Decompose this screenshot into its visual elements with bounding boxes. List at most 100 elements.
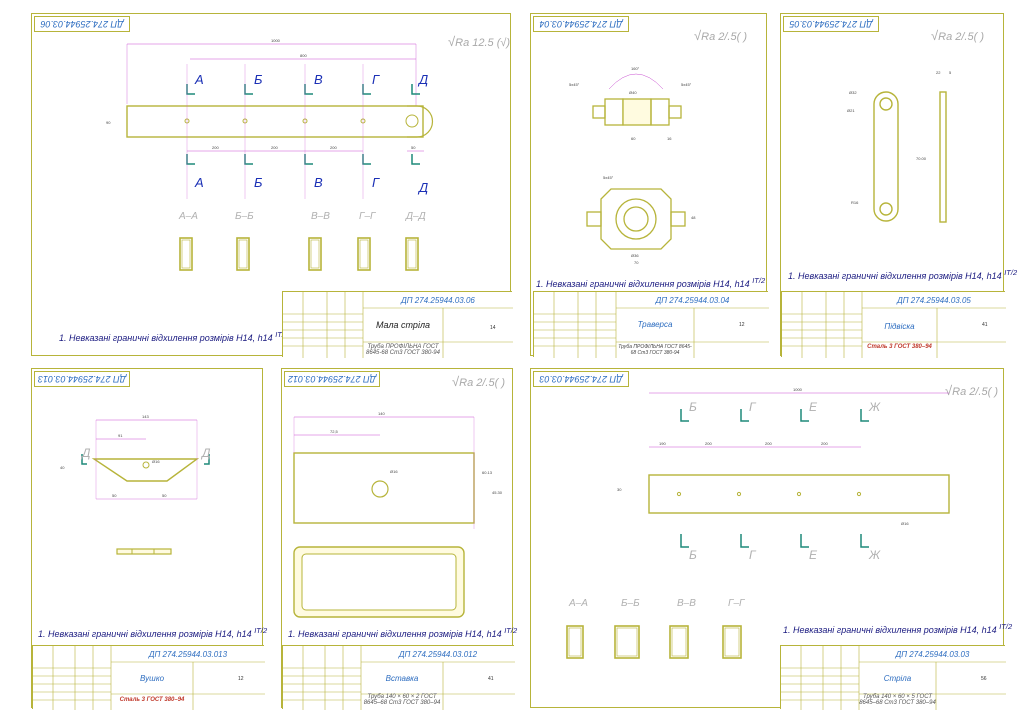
drawing-code: ДП 274.25944.03.05 [897, 296, 971, 305]
cut-label-zh-bottom: Ж [868, 548, 881, 562]
svg-text:90: 90 [106, 120, 111, 125]
svg-text:200: 200 [330, 145, 337, 150]
cut-label-e-top: Е [809, 400, 818, 414]
svg-text:72,5: 72,5 [330, 429, 339, 434]
tolerance-note: 1. Невказані граничні відхилення розмірі… [783, 622, 1013, 635]
svg-text:143: 143 [142, 414, 149, 419]
svg-text:5х45°: 5х45° [681, 82, 692, 87]
cut-label-d-right: Д [200, 446, 211, 460]
svg-text:Ø21: Ø21 [847, 108, 855, 113]
cut-label-b-bottom: Б [254, 175, 263, 190]
title-block: ДП 274.25944.03.06 Мала стріла Труба ПРО… [282, 291, 513, 358]
beam-outline [126, 105, 424, 138]
cut-label-b-bottom: Б [689, 548, 697, 562]
drawing-mala-strila: 1000 800 А Б В Г Д А Б В Г Д 200 200 200 [106, 38, 434, 271]
part-material: Труба 140 × 60 × 2 ГОСТ 8645–68 Ст3 ГОСТ… [363, 694, 441, 706]
cut-label-g-top: Г [749, 400, 757, 414]
title-block: ДП 274.25944.03.05 Підвіска Сталь 3 ГОСТ… [781, 291, 1006, 358]
svg-text:70: 70 [634, 260, 639, 265]
svg-text:22: 22 [936, 70, 941, 75]
drawing-code: ДП 274.25944.03.04 [655, 296, 730, 305]
title-block: ДП 274.25944.03.012 Вставка Труба 140 × … [282, 645, 515, 710]
svg-text:160°: 160° [631, 66, 640, 71]
svg-text:50: 50 [162, 493, 167, 498]
drawing-code: ДП 274.25944.03.012 [398, 650, 478, 659]
section-label-g: Г–Г [359, 211, 377, 222]
tolerance-note: 1. Невказані граничні відхилення розмірі… [536, 276, 766, 289]
section-label-g: Г–Г [728, 598, 746, 609]
part-name: Вушко [139, 674, 165, 683]
svg-text:70.00: 70.00 [916, 156, 927, 161]
svg-text:16: 16 [667, 136, 672, 141]
svg-text:Ø16: Ø16 [901, 521, 909, 526]
svg-text:1000: 1000 [793, 387, 803, 392]
part-material: Труба ПРОФІЛЬНА ГОСТ 8645-68 Ст3 ГОСТ 38… [618, 344, 692, 356]
svg-text:200: 200 [271, 145, 278, 150]
svg-text:190: 190 [659, 441, 666, 446]
svg-text:50: 50 [411, 145, 416, 150]
dim-800: 800 [300, 53, 307, 58]
svg-text:200: 200 [821, 441, 828, 446]
roughness-mark: √Ra 12.5 (√) [448, 34, 511, 49]
cut-label-e-bottom: Е [809, 548, 818, 562]
sheet-traversa: ДП 274.25944.03.04 √Ra 2/.5( ) 160° 5х45… [530, 13, 769, 358]
svg-text:200: 200 [765, 441, 772, 446]
cut-label-d-left: Д [80, 446, 91, 460]
svg-text:30: 30 [617, 487, 622, 492]
section-label-a: А–А [568, 598, 588, 609]
part-name: Стріла [883, 674, 912, 683]
part-material: Труба ПРОФІЛЬНА ГОСТ 8645-68 Ст3 ГОСТ 38… [366, 344, 440, 356]
section-label-v: В–В [311, 211, 330, 222]
part-material: Сталь 3 ГОСТ 380–94 [867, 344, 932, 350]
sheet-pidviska: ДП 274.25944.03.05 √Ra 2/.5( ) Ø32 Ø21 2… [780, 13, 1017, 358]
part-name: Мала стріла [375, 320, 431, 330]
svg-text:Ø36: Ø36 [631, 253, 639, 258]
tolerance-note: 1. Невказані граничні відхилення розмірі… [288, 626, 518, 639]
section-label-a: А–А [178, 211, 198, 222]
svg-text:Ø16: Ø16 [152, 459, 160, 464]
drawing-strila: 1000 190 200 200 200 30 Ø16 Б Г Е Ж Б Г … [566, 387, 950, 659]
part-name: Вставка [385, 674, 419, 683]
svg-text:50: 50 [112, 493, 117, 498]
sheet-vstavka: ДП 274.25944.03.012 √Ra 2/.5( ) 140 72,5… [281, 368, 517, 710]
drawing-vushko: 143 91 Ø16 50 50 40 Д Д [60, 414, 211, 555]
title-block: ДП 274.25944.03.013 Вушко Сталь 3 ГОСТ 3… [32, 645, 265, 710]
part-material: Сталь 3 ГОСТ 380–94 [119, 697, 185, 703]
cut-label-v-top: В [314, 72, 323, 87]
svg-text:Ø32: Ø32 [849, 90, 857, 95]
svg-text:60.13: 60.13 [482, 470, 493, 475]
svg-text:40: 40 [60, 465, 65, 470]
cut-label-d-top: Д [417, 72, 428, 87]
drawing-code: ДП 274.25944.03.06 [401, 296, 475, 305]
svg-text:48: 48 [691, 215, 696, 220]
cut-label-a-top: А [194, 72, 204, 87]
cut-label-g-bottom: Г [372, 175, 380, 190]
svg-text:5: 5 [949, 70, 952, 75]
cut-label-g-top: Г [372, 72, 380, 87]
cut-label-zh-top: Ж [868, 400, 881, 414]
drawing-pidviska: Ø32 Ø21 22 5 70.00 R16 [847, 70, 952, 223]
part-name: Траверса [637, 320, 673, 329]
section-label-b: Б–Б [235, 211, 254, 222]
cut-label-v-bottom: В [314, 175, 323, 190]
svg-text:5х45°: 5х45° [603, 175, 614, 180]
roughness-mark: √Ra 2/.5( ) [694, 28, 747, 43]
dim-1000: 1000 [271, 38, 281, 43]
part-material: Труба 140 × 60 × 5 ГОСТ 8645–68 Ст3 ГОСТ… [859, 694, 936, 706]
roughness-mark: √Ra 2/.5( ) [945, 383, 998, 398]
svg-text:140: 140 [378, 411, 385, 416]
cut-label-g-bottom: Г [749, 548, 757, 562]
section-label-b: Б–Б [621, 598, 640, 609]
drawing-code: ДП 274.25944.03.013 [148, 650, 228, 659]
tolerance-note: 1. Невказані граничні відхилення розмірі… [59, 330, 288, 343]
svg-text:Ø40: Ø40 [629, 90, 637, 95]
cut-label-b-top: Б [254, 72, 263, 87]
sheet-mala-strila: ДП 274.25944.03.06 √Ra 12.5 (√) 1000 800… [31, 13, 513, 358]
cut-label-d-bottom: Д [417, 180, 428, 195]
sheet-vushko: ДП 274.25944.03.013 143 91 Ø16 50 50 40 … [31, 368, 267, 710]
part-name: Підвіска [884, 322, 915, 331]
svg-text:60: 60 [631, 136, 636, 141]
svg-text:91: 91 [118, 433, 123, 438]
sheet-strila: ДП 274.25944.03.03 √Ra 2/.5( ) 1000 190 … [530, 368, 1012, 710]
svg-text:R16: R16 [851, 200, 859, 205]
